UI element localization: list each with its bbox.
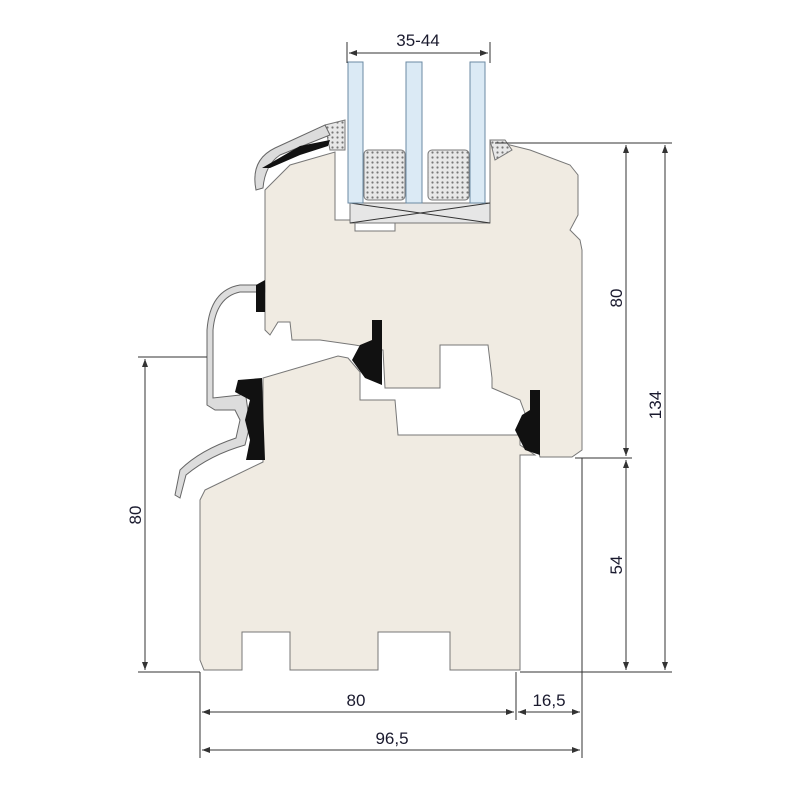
dim-glass: 35-44 <box>346 31 491 63</box>
spacer-2 <box>427 149 470 201</box>
glass-pane-3 <box>469 61 486 204</box>
drip-cap <box>254 124 331 191</box>
gasket-2 <box>515 390 540 455</box>
setting-block <box>354 222 396 232</box>
dim-frame-height-left: 80 <box>126 506 145 525</box>
dim-overhang-width: 16,5 <box>532 691 565 710</box>
glass-pane-2 <box>405 61 423 204</box>
dim-total-height: 134 <box>646 391 665 419</box>
dim-glass-label: 35-44 <box>396 31 439 50</box>
dim-frame-width: 80 <box>347 691 366 710</box>
weather-bar <box>174 284 266 499</box>
glass-pane-1 <box>347 61 364 204</box>
spacer-1 <box>363 149 406 201</box>
dim-sash-height: 80 <box>607 289 626 308</box>
dim-total-width: 96,5 <box>375 729 408 748</box>
frame-profile <box>199 355 537 671</box>
dim-frame-height-right: 54 <box>607 556 626 575</box>
gasket-1 <box>352 320 382 385</box>
